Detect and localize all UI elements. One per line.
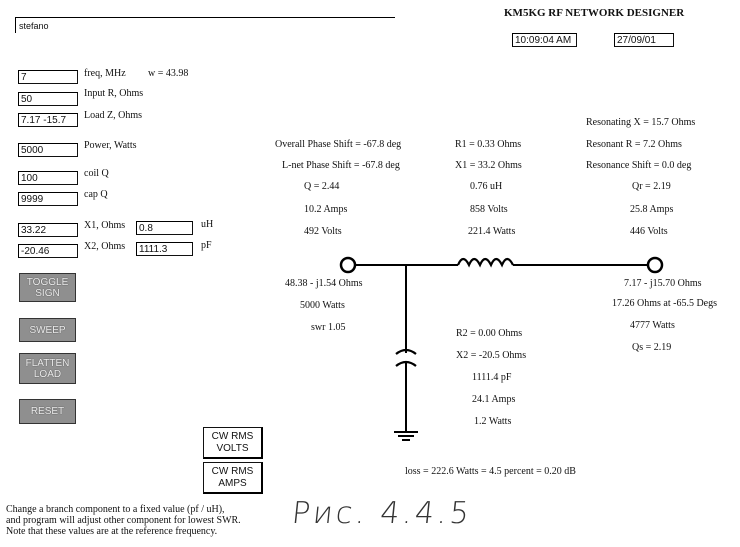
w-label: w = 43.98 (148, 68, 189, 79)
power-input[interactable]: 5000 (18, 143, 78, 157)
input-terminal (339, 256, 357, 274)
cap-q-label: cap Q (84, 189, 108, 200)
x1-result-text: X1 = 33.2 Ohms (455, 160, 522, 171)
x2-label: X2, Ohms (84, 241, 126, 252)
cap-amps-text: 24.1 Amps (472, 394, 516, 405)
input-watts-text: 5000 Watts (300, 300, 345, 311)
coil-q-input[interactable]: 100 (18, 171, 78, 185)
input-amps-text: 10.2 Amps (304, 204, 348, 215)
handwritten-caption: Рис. 4.4.5 (290, 496, 474, 531)
load-polar-text: 17.26 Ohms at -65.5 Degs (612, 298, 717, 309)
coil-volts-text: 858 Volts (470, 204, 508, 215)
cw-rms-amps-button[interactable]: CW RMS AMPS (203, 462, 263, 494)
resonating-x-text: Resonating X = 15.7 Ohms (586, 117, 696, 128)
user-field-left-edge (15, 17, 16, 33)
coil-watts-text: 221.4 Watts (468, 226, 516, 237)
app-title: KM5KG RF NETWORK DESIGNER (504, 7, 685, 19)
user-field-underline (15, 17, 395, 18)
note-line-3: Note that these values are at the refere… (6, 526, 218, 537)
input-r-label: Input R, Ohms (84, 88, 144, 99)
coil-uh-text: 0.76 uH (470, 181, 503, 192)
uh-input[interactable]: 0.8 (136, 221, 193, 235)
date-display: 27/09/01 (614, 33, 674, 47)
load-impedance-text: 7.17 - j15.70 Ohms (624, 278, 702, 289)
freq-label: freq, MHz (84, 68, 126, 79)
freq-input[interactable]: 7 (18, 70, 78, 84)
resonance-shift-text: Resonance Shift = 0.0 deg (586, 160, 692, 171)
qr-text: Qr = 2.19 (632, 181, 671, 192)
input-volts-text: 492 Volts (304, 226, 342, 237)
output-terminal (646, 256, 664, 274)
r2-text: R2 = 0.00 Ohms (456, 328, 523, 339)
cap-q-input[interactable]: 9999 (18, 192, 78, 206)
flatten-load-button[interactable]: FLATTEN LOAD (19, 353, 76, 384)
inductor-coil (456, 257, 514, 268)
load-z-label: Load Z, Ohms (84, 110, 143, 121)
power-label: Power, Watts (84, 140, 137, 151)
cap-pf-text: 1111.4 pF (472, 372, 512, 383)
cap-watts-text: 1.2 Watts (474, 416, 512, 427)
resonant-r-text: Resonant R = 7.2 Ohms (586, 139, 682, 150)
q-text: Q = 2.44 (304, 181, 340, 192)
qs-text: Qs = 2.19 (632, 342, 672, 353)
loss-text: loss = 222.6 Watts = 4.5 percent = 0.20 … (405, 466, 576, 477)
r1-text: R1 = 0.33 Ohms (455, 139, 522, 150)
sweep-button[interactable]: SWEEP (19, 318, 76, 342)
user-field[interactable]: stefano (19, 21, 49, 31)
pf-input[interactable]: 1111.3 (136, 242, 193, 256)
toggle-sign-button[interactable]: TOGGLE SIGN (19, 273, 76, 302)
lnet-phase-text: L-net Phase Shift = -67.8 deg (282, 160, 400, 171)
coil-q-label: coil Q (84, 168, 109, 179)
time-display: 10:09:04 AM (512, 33, 577, 47)
x2-result-text: X2 = -20.5 Ohms (456, 350, 527, 361)
load-watts-text: 4777 Watts (630, 320, 675, 331)
reset-button[interactable]: RESET (19, 399, 76, 424)
overall-phase-text: Overall Phase Shift = -67.8 deg (275, 139, 402, 150)
resonant-amps-text: 25.8 Amps (630, 204, 674, 215)
x2-input[interactable]: -20.46 (18, 244, 78, 258)
cw-rms-volts-button[interactable]: CW RMS VOLTS (203, 427, 263, 459)
swr-text: swr 1.05 (311, 322, 346, 333)
note-line-2: and program will adjust other component … (6, 515, 241, 526)
x1-label: X1, Ohms (84, 220, 126, 231)
pf-label: pF (201, 240, 212, 251)
input-impedance-text: 48.38 - j1.54 Ohms (285, 278, 363, 289)
l-network-schematic (339, 256, 664, 441)
capacitor-plate-top (395, 348, 417, 355)
x1-input[interactable]: 33.22 (18, 223, 78, 237)
input-r-input[interactable]: 50 (18, 92, 78, 106)
note-line-1: Change a branch component to a fixed val… (6, 504, 225, 515)
uh-label: uH (201, 219, 214, 230)
load-z-input[interactable]: 7.17 -15.7 (18, 113, 78, 127)
resonant-volts-text: 446 Volts (630, 226, 668, 237)
